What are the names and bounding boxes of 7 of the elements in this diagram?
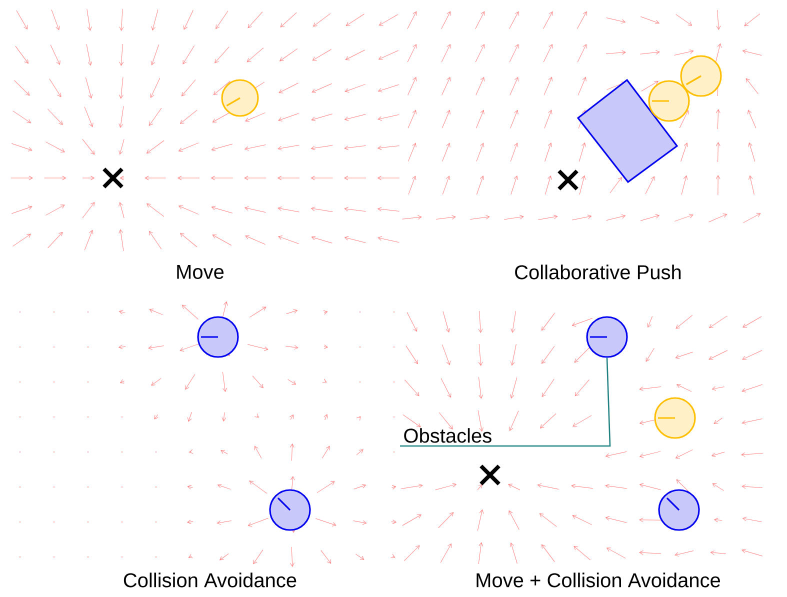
obstacle-circle xyxy=(586,316,628,358)
callout-text: Obstacles xyxy=(404,428,492,443)
panel-caption: Collaborative Push xyxy=(515,264,681,280)
panel-caption: Move + Collision Avoidance xyxy=(476,572,720,588)
panel-caption: Collision Avoidance xyxy=(124,572,296,588)
panel-caption: Move xyxy=(177,265,224,279)
leader-line xyxy=(400,358,611,447)
